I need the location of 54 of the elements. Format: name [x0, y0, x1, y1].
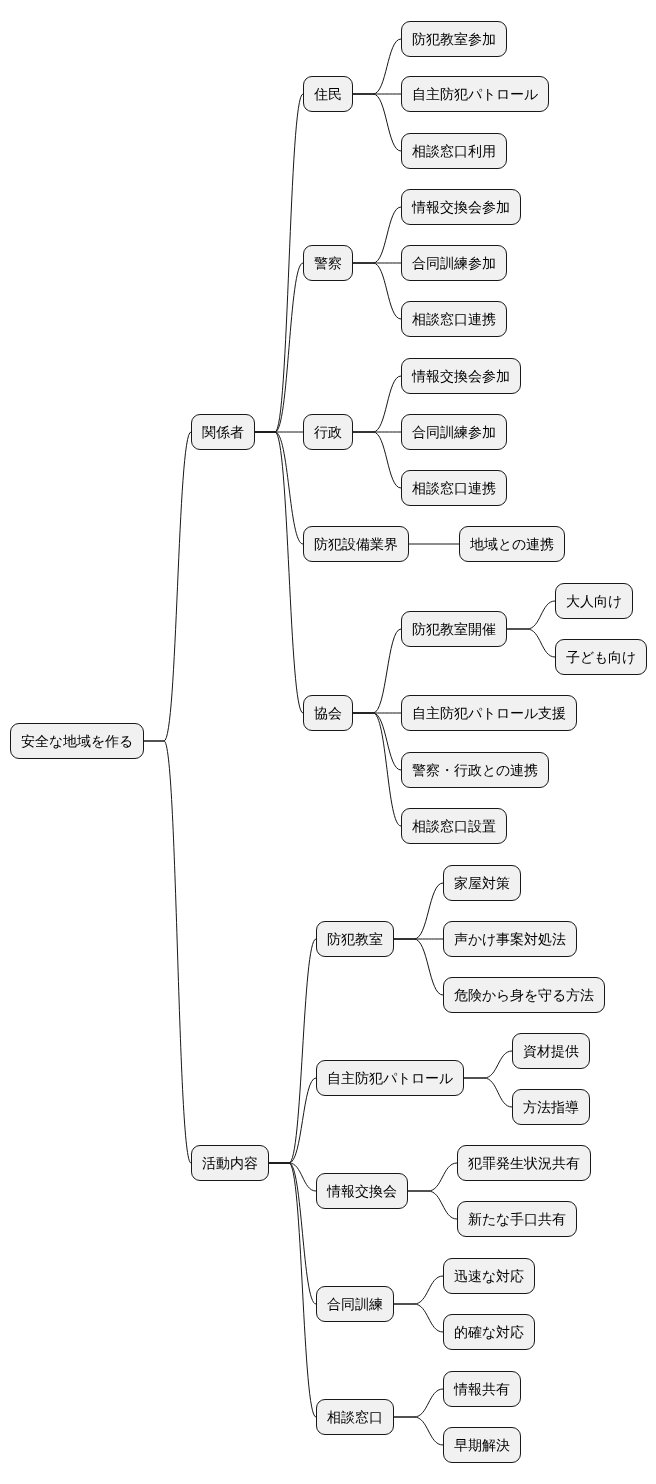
topic-box: 相談窓口連携 [401, 301, 507, 337]
connector-line [393, 1416, 444, 1446]
topic-box: 防犯教室参加 [401, 21, 507, 57]
topic-box: 的確な対応 [443, 1314, 535, 1350]
topic-box: 自主防犯パトロール [401, 76, 549, 112]
connector-line [463, 1077, 513, 1108]
topic-box: 情報共有 [443, 1371, 521, 1407]
topic-box: 情報交換会参加 [401, 358, 521, 394]
connector-line [393, 938, 444, 996]
connector-line [407, 1190, 458, 1220]
topic-box: 子ども向け [555, 639, 647, 675]
topic-box: 早期解決 [443, 1427, 521, 1463]
topic-box: 相談窓口利用 [401, 133, 507, 169]
connector-line [352, 93, 402, 152]
topic-box: 警察 [303, 245, 353, 281]
topic-box: 新たな手口共有 [457, 1201, 577, 1237]
topic-box: 関係者 [191, 414, 255, 450]
connector-line [506, 628, 556, 658]
connector-line [408, 543, 460, 545]
topic-box: 合同訓練 [316, 1286, 394, 1322]
connector-line [268, 1162, 317, 1418]
connector-line [143, 740, 192, 1164]
connector-line [254, 431, 304, 714]
topic-box: 活動内容 [191, 1145, 269, 1181]
topic-box: 自主防犯パトロール支援 [401, 695, 577, 731]
topic-box: 住民 [303, 76, 353, 112]
connector-line [393, 1303, 444, 1333]
topic-box: 防犯教室開催 [401, 611, 507, 647]
topic-box: 資材提供 [512, 1033, 590, 1069]
topic-box: 警察・行政との連携 [401, 752, 549, 788]
topic-box: 方法指導 [512, 1089, 590, 1125]
topic-box: 地域との連携 [459, 526, 565, 562]
connector-line [352, 431, 402, 489]
topic-box: 安全な地域を作る [10, 723, 144, 759]
topic-box: 防犯教室 [316, 921, 394, 957]
topic-box: 合同訓練参加 [401, 414, 507, 450]
topic-box: 迅速な対応 [443, 1258, 535, 1294]
topic-box: 自主防犯パトロール [316, 1060, 464, 1096]
connector-line [352, 262, 402, 320]
topic-box: 大人向け [555, 583, 633, 619]
topic-box: 協会 [303, 695, 353, 731]
topic-box: 情報交換会参加 [401, 189, 521, 225]
topic-box: 家屋対策 [443, 865, 521, 901]
connector-line [352, 712, 402, 827]
topic-box: 防犯設備業界 [303, 526, 409, 562]
topic-box: 犯罪発生状況共有 [457, 1145, 591, 1181]
topic-box: 情報交換会 [316, 1173, 408, 1209]
topic-box: 合同訓練参加 [401, 245, 507, 281]
topic-box: 声かけ事案対処法 [443, 921, 577, 957]
topic-box: 相談窓口 [316, 1399, 394, 1435]
topic-box: 相談窓口設置 [401, 808, 507, 844]
topic-box: 相談窓口連携 [401, 470, 507, 506]
topic-box: 危険から身を守る方法 [443, 977, 605, 1013]
topic-box: 行政 [303, 414, 353, 450]
